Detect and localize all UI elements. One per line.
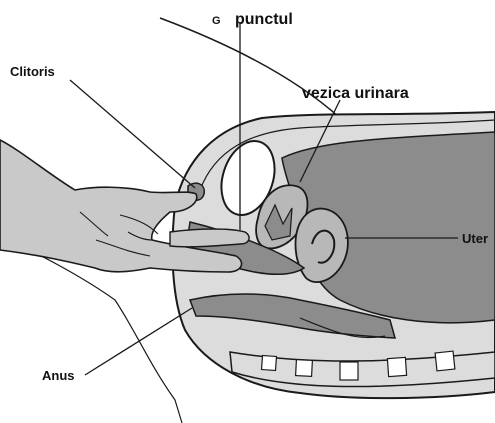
inserted-finger xyxy=(170,229,249,247)
leader-clitoris xyxy=(70,80,195,188)
label-vezica-urinara: vezica urinara xyxy=(302,85,409,102)
label-clitoris: Clitoris xyxy=(10,64,55,79)
label-punctul: punctul xyxy=(235,11,293,28)
label-g: G xyxy=(212,15,221,27)
label-uter: Uter xyxy=(462,231,488,246)
leader-anus xyxy=(85,308,192,375)
abdomen-outer-contour xyxy=(160,18,495,127)
label-anus: Anus xyxy=(42,368,75,383)
